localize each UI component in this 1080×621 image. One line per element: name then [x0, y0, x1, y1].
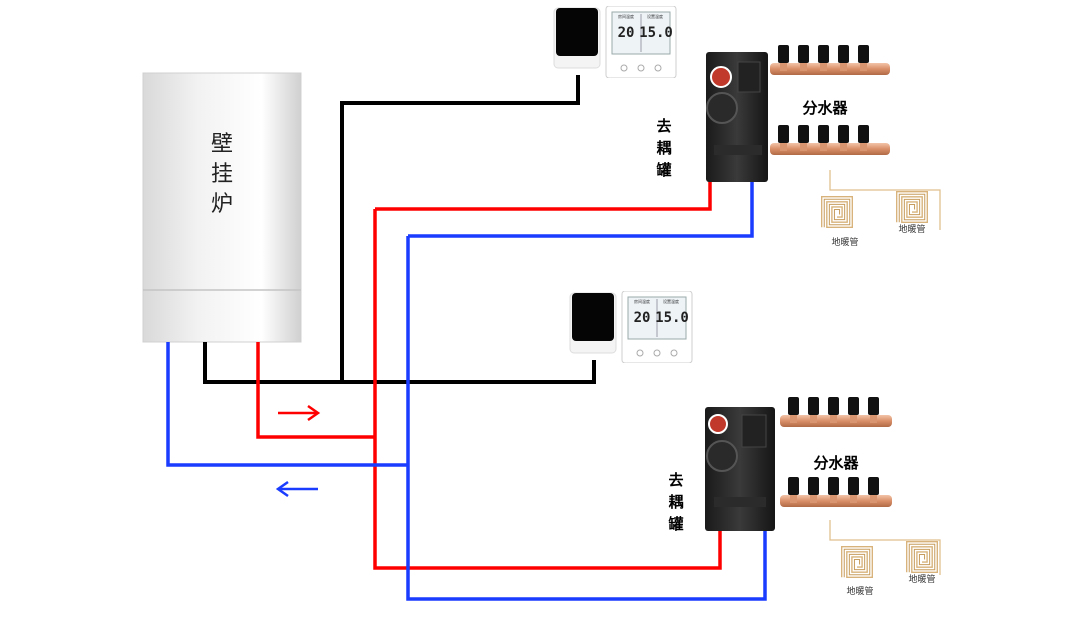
- thermostat-setpoint-2: 20: [634, 310, 651, 326]
- manifold-valve-cap: [798, 125, 809, 143]
- manifold-outlet: [870, 415, 877, 423]
- manifold-valve-cap: [828, 477, 839, 495]
- supply-pipes: [256, 180, 722, 570]
- floor-heating-coils-1: 地暖管 地暖管: [821, 170, 941, 248]
- manifold-outlet: [780, 143, 787, 151]
- manifold-valve-cap: [858, 45, 869, 63]
- thermostat-room-temp-1: 15.0: [639, 25, 673, 41]
- manifold-valve-cap: [778, 45, 789, 63]
- manifold-outlet: [820, 63, 827, 71]
- coil-label-1a: 地暖管: [831, 236, 858, 248]
- manifold-valve-cap: [848, 477, 859, 495]
- manifold-valve-cap: [798, 45, 809, 63]
- manifold-valve-cap: [788, 477, 799, 495]
- svg-text:去: 去: [656, 117, 671, 135]
- manifold-label-2: 分水器: [813, 454, 859, 472]
- svg-text:罐: 罐: [655, 161, 671, 179]
- coil-label-2b: 地暖管: [908, 573, 935, 585]
- decoupler-label-2: 去 耦 罐: [667, 471, 683, 533]
- manifold-outlet: [780, 63, 787, 71]
- coil-label-1b: 地暖管: [898, 223, 925, 235]
- boiler-label: 壁: [211, 132, 233, 157]
- manifold-outlet: [810, 415, 817, 423]
- svg-text:耦: 耦: [656, 139, 671, 157]
- supply-flow-arrow: [278, 404, 321, 422]
- thermostat-unit-1: 20 15.0: [553, 6, 677, 78]
- manifold-valve-cap: [868, 477, 879, 495]
- manifold-outlet: [870, 495, 877, 503]
- manifold-outlet: [800, 143, 807, 151]
- thermostat-unit-2: 20 15.0: [569, 291, 693, 363]
- return-pipes: [166, 180, 767, 601]
- manifold-valve-cap: [818, 125, 829, 143]
- manifold-valve-cap: [778, 125, 789, 143]
- boiler-label-char: 挂: [211, 162, 233, 187]
- decoupler-tank-1: [706, 52, 768, 182]
- manifold-outlet: [840, 63, 847, 71]
- svg-text:去: 去: [668, 471, 683, 489]
- manifold-valve-cap: [848, 397, 859, 415]
- manifold-outlet: [800, 63, 807, 71]
- manifold-valve-cap: [838, 45, 849, 63]
- boiler-label-char: 炉: [211, 192, 233, 217]
- manifold-outlet: [790, 415, 797, 423]
- manifold-valve-cap: [838, 125, 849, 143]
- manifold-outlet: [860, 63, 867, 71]
- manifold-valve-cap: [818, 45, 829, 63]
- manifold-valve-cap: [808, 477, 819, 495]
- manifold-valve-cap: [858, 125, 869, 143]
- manifold-outlet: [790, 495, 797, 503]
- manifold-outlet: [810, 495, 817, 503]
- wall-boiler: 壁 挂 炉: [142, 72, 302, 343]
- manifold-1: 分水器: [770, 45, 890, 155]
- coil-label-2a: 地暖管: [846, 585, 873, 597]
- floor-heating-coils-2: 地暖管 地暖管: [829, 520, 941, 597]
- svg-text:耦: 耦: [668, 493, 683, 511]
- manifold-valve-cap: [868, 397, 879, 415]
- decoupler-label-1: 去 耦 罐: [655, 117, 671, 179]
- manifold-valve-cap: [788, 397, 799, 415]
- manifold-label-1: 分水器: [802, 99, 848, 117]
- signal-wires: [203, 75, 596, 384]
- svg-text:罐: 罐: [667, 515, 683, 533]
- manifold-valve-cap: [808, 397, 819, 415]
- manifold-outlet: [820, 143, 827, 151]
- manifold-outlet: [850, 415, 857, 423]
- thermostat-setpoint-1: 20: [618, 25, 635, 41]
- return-flow-arrow: [275, 480, 318, 498]
- manifold-outlet: [830, 415, 837, 423]
- manifold-2: 分水器: [780, 397, 892, 507]
- thermostat-room-temp-2: 15.0: [655, 310, 689, 326]
- manifold-outlet: [840, 143, 847, 151]
- manifold-outlet: [860, 143, 867, 151]
- manifold-valve-cap: [828, 397, 839, 415]
- manifold-outlet: [850, 495, 857, 503]
- decoupler-tank-2: [705, 407, 775, 531]
- manifold-outlet: [830, 495, 837, 503]
